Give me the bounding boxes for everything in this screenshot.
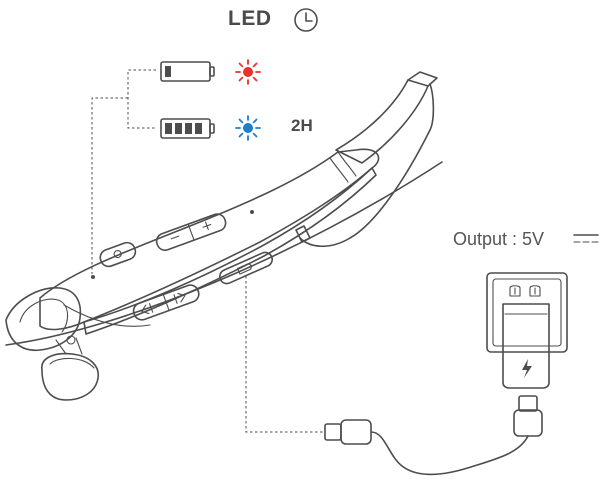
charge-duration-label: 2H [291,116,313,135]
low-battery-icon [160,61,215,82]
led-blue-icon [235,115,261,141]
dashed-bracket [91,69,156,274]
led-red-icon [235,59,261,85]
clock-icon [294,8,318,32]
dc-symbol-icon [573,234,599,243]
full-battery-icon [160,118,215,139]
port-connector-line [245,276,324,433]
usb-cable-icon [324,395,543,476]
wall-adapter-icon [486,272,568,389]
led-title: LED [228,7,272,30]
output-voltage-label: Output : 5V [453,229,545,249]
lightning-icon [522,359,532,378]
neckband-headset-icon [5,71,443,401]
